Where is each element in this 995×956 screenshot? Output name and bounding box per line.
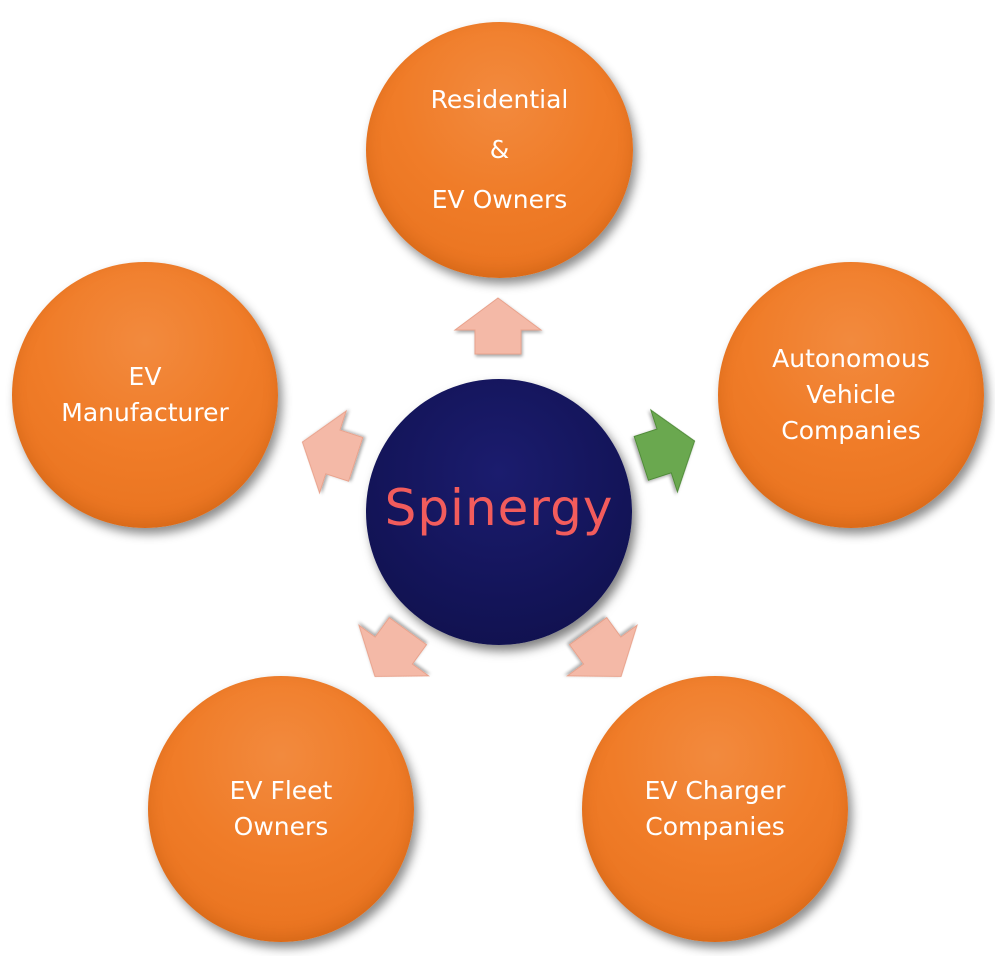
arrow-to-ev-charger [565,616,638,677]
arrow-shape [565,616,638,677]
arrow-to-residential [453,297,543,355]
node-ev-manufacturer: EV Manufacturer [12,262,278,528]
node-label: Autonomous Vehicle Companies [772,344,930,445]
node-ev-fleet-owners: EV Fleet Owners [148,676,414,942]
arrow-shape [453,297,543,355]
arrow-shape [633,408,696,494]
node-label: Residential & EV Owners [430,85,569,214]
arrow-shape [358,616,431,677]
arrow-shape [301,409,364,495]
arrow-to-ev-manufacturer [301,409,364,495]
node-label: EV Fleet Owners [229,776,333,841]
brand-logo-text: Spinergy [384,479,614,537]
hub-spinergy: Spinergy [366,379,632,645]
node-autonomous-vehicle-companies: Autonomous Vehicle Companies [718,262,984,528]
arrow-to-ev-fleet [358,616,431,677]
node-label: EV Charger Companies [644,776,786,841]
node-ev-charger-companies: EV Charger Companies [582,676,848,942]
node-label: EV Manufacturer [61,362,229,427]
node-residential-ev-owners: Residential & EV Owners [366,22,633,278]
arrow-to-autonomous [633,408,696,494]
